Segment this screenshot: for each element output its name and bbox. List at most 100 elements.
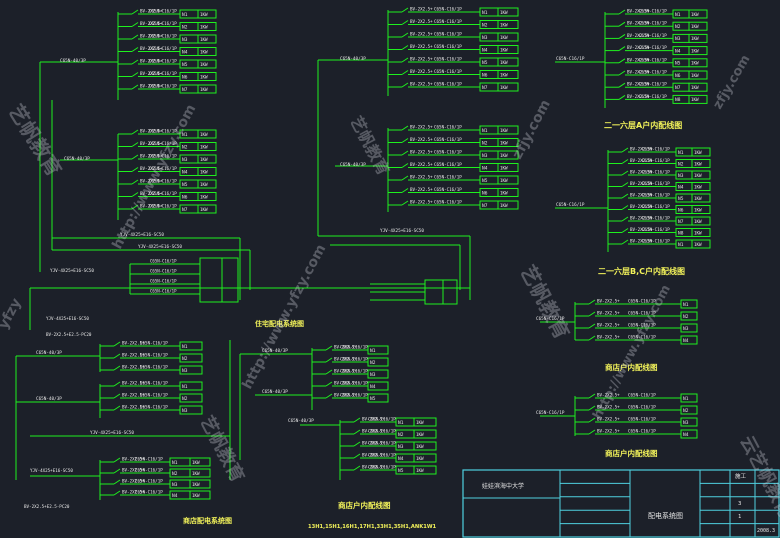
circuit-code: N2 <box>482 22 488 28</box>
load-box <box>688 33 708 43</box>
feeder-label: YJV-4X25+E16-SC50 <box>30 468 73 473</box>
breaker-symbol <box>621 159 629 164</box>
cable-label: BV-2X2.5+ <box>140 46 163 51</box>
circuit-box <box>680 311 698 321</box>
breaker-symbol <box>131 84 139 90</box>
breaker-symbol <box>113 490 121 496</box>
circuit-code: N3 <box>683 420 689 426</box>
load-label: 1KW <box>694 173 702 178</box>
load-box <box>197 9 217 19</box>
load-box <box>691 159 711 168</box>
breaker-symbol <box>131 154 139 160</box>
cable-label: BV-2X2.5+ <box>122 365 145 370</box>
main-breaker-label: C65N-40/3P <box>262 348 288 354</box>
title-block-frame <box>462 469 780 538</box>
cable-label: BV-2X2.5+ <box>630 239 653 244</box>
circuit-code: N2 <box>683 314 689 320</box>
cable-label: BV-2X2.5+ <box>597 417 620 422</box>
cable-label: BV-2X2.5+ <box>410 7 433 12</box>
cable-label: BV-2X2.5+ <box>122 381 145 386</box>
breaker-label: C65N-C16/1P <box>368 465 396 470</box>
tb-date: 2008.3 <box>757 528 775 534</box>
load-label: 1KW <box>694 184 702 189</box>
circuit-code: N8 <box>678 230 684 236</box>
breaker-label: C65N-C16/1P <box>149 46 177 51</box>
circuit-code: N3 <box>172 482 178 488</box>
cable-label: BV-2X2.5+ <box>140 84 163 89</box>
breaker-label: C65N-C16/1P <box>628 429 656 434</box>
cable-label: BV-2X2.5+ <box>597 299 620 304</box>
breaker-label: C65N-C16/1P <box>135 468 163 473</box>
load-box <box>691 228 711 237</box>
load-box <box>497 57 519 67</box>
breaker-symbol <box>325 357 333 363</box>
breaker-symbol <box>618 33 626 39</box>
cable-label: BV-2X2.5+ <box>410 125 433 130</box>
circuit-code: N3 <box>398 444 404 450</box>
feeder-label: C65N-C16/1P <box>536 410 565 416</box>
circuit-box <box>179 341 203 351</box>
breaker-symbol <box>588 417 596 423</box>
breaker-label: C65N-C16/1P <box>149 129 177 134</box>
cable-label: BV-2X2.5+ <box>630 147 653 152</box>
load-box <box>497 150 519 160</box>
circuit-code: N1 <box>182 344 188 350</box>
main-breaker-label: C65N-40/3P <box>340 56 366 62</box>
load-label: 1KW <box>500 10 508 15</box>
load-label: 1KW <box>416 420 424 425</box>
load-label: 1KW <box>691 61 699 66</box>
breaker-symbol <box>113 381 121 387</box>
load-label: 1KW <box>192 493 200 498</box>
load-label: 1KW <box>500 60 508 65</box>
breaker-label: C65N-C16/1P <box>434 69 462 74</box>
cable-label: BV-2X2.5+ <box>122 457 145 462</box>
circuit-box <box>367 345 389 355</box>
circuit-code: N1 <box>482 128 488 134</box>
meter-box <box>424 279 444 305</box>
breaker-symbol <box>353 465 361 471</box>
breaker-label: C65N-C16/1P <box>639 70 667 75</box>
cable-label: BV-2X2.5+ <box>410 82 433 87</box>
breaker-symbol <box>588 299 596 305</box>
breaker-symbol <box>621 239 629 245</box>
tb-stage: 施工 <box>735 472 747 480</box>
circuit-code: N5 <box>678 196 684 202</box>
breaker-symbol <box>401 188 409 193</box>
breaker-label: C65N-C16/1P <box>628 335 656 340</box>
cable-label: BV-2X2.5+ <box>122 353 145 358</box>
load-box <box>688 70 708 80</box>
load-label: 1KW <box>500 140 508 145</box>
circuit-code: N4 <box>370 384 376 390</box>
breaker-label: C65N-C16/1P <box>434 150 462 155</box>
cable-label: BV-2X2.5+ <box>122 468 145 473</box>
breaker-label: C65N-C16/1P <box>628 417 656 422</box>
cable-label: BV-2X2.5+ <box>410 187 433 192</box>
load-box <box>413 453 437 463</box>
breaker-symbol <box>113 365 121 371</box>
breaker-symbol <box>401 7 409 13</box>
circuit-code: N3 <box>182 368 188 374</box>
breaker-label: C65N-C16/1P <box>642 227 670 232</box>
circuit-code: N7 <box>182 87 188 93</box>
incoming-label: YJV-4X25+E16-SC50 <box>46 316 89 321</box>
cable-label: BV-2X2.5+ <box>140 204 163 209</box>
load-box <box>197 47 217 56</box>
circuit-code: N1 <box>182 12 188 18</box>
circuit-code: N1 <box>678 150 684 156</box>
load-label: 1KW <box>694 219 702 224</box>
breaker-label: C65N-C16/1P <box>434 57 462 62</box>
breaker-symbol <box>621 228 629 233</box>
cable-label: BV-2X2.5+ <box>597 429 620 434</box>
watermark: 艺帆教育 <box>196 412 249 486</box>
load-label: 1KW <box>200 49 208 54</box>
load-label: 1KW <box>200 194 208 199</box>
cable-label: BV-2X2.5+ <box>140 9 163 14</box>
breaker-symbol <box>113 468 121 474</box>
panel-title-hall-bc: 二一六层B,C户内配线图 <box>598 266 685 276</box>
load-label: 1KW <box>200 144 208 149</box>
breaker-label: C65N-C16/1P <box>135 457 163 462</box>
load-box <box>497 163 519 172</box>
breaker-label: C65N-C16/1P <box>340 393 368 398</box>
breaker-label: C65N-C16/1P <box>628 405 656 410</box>
